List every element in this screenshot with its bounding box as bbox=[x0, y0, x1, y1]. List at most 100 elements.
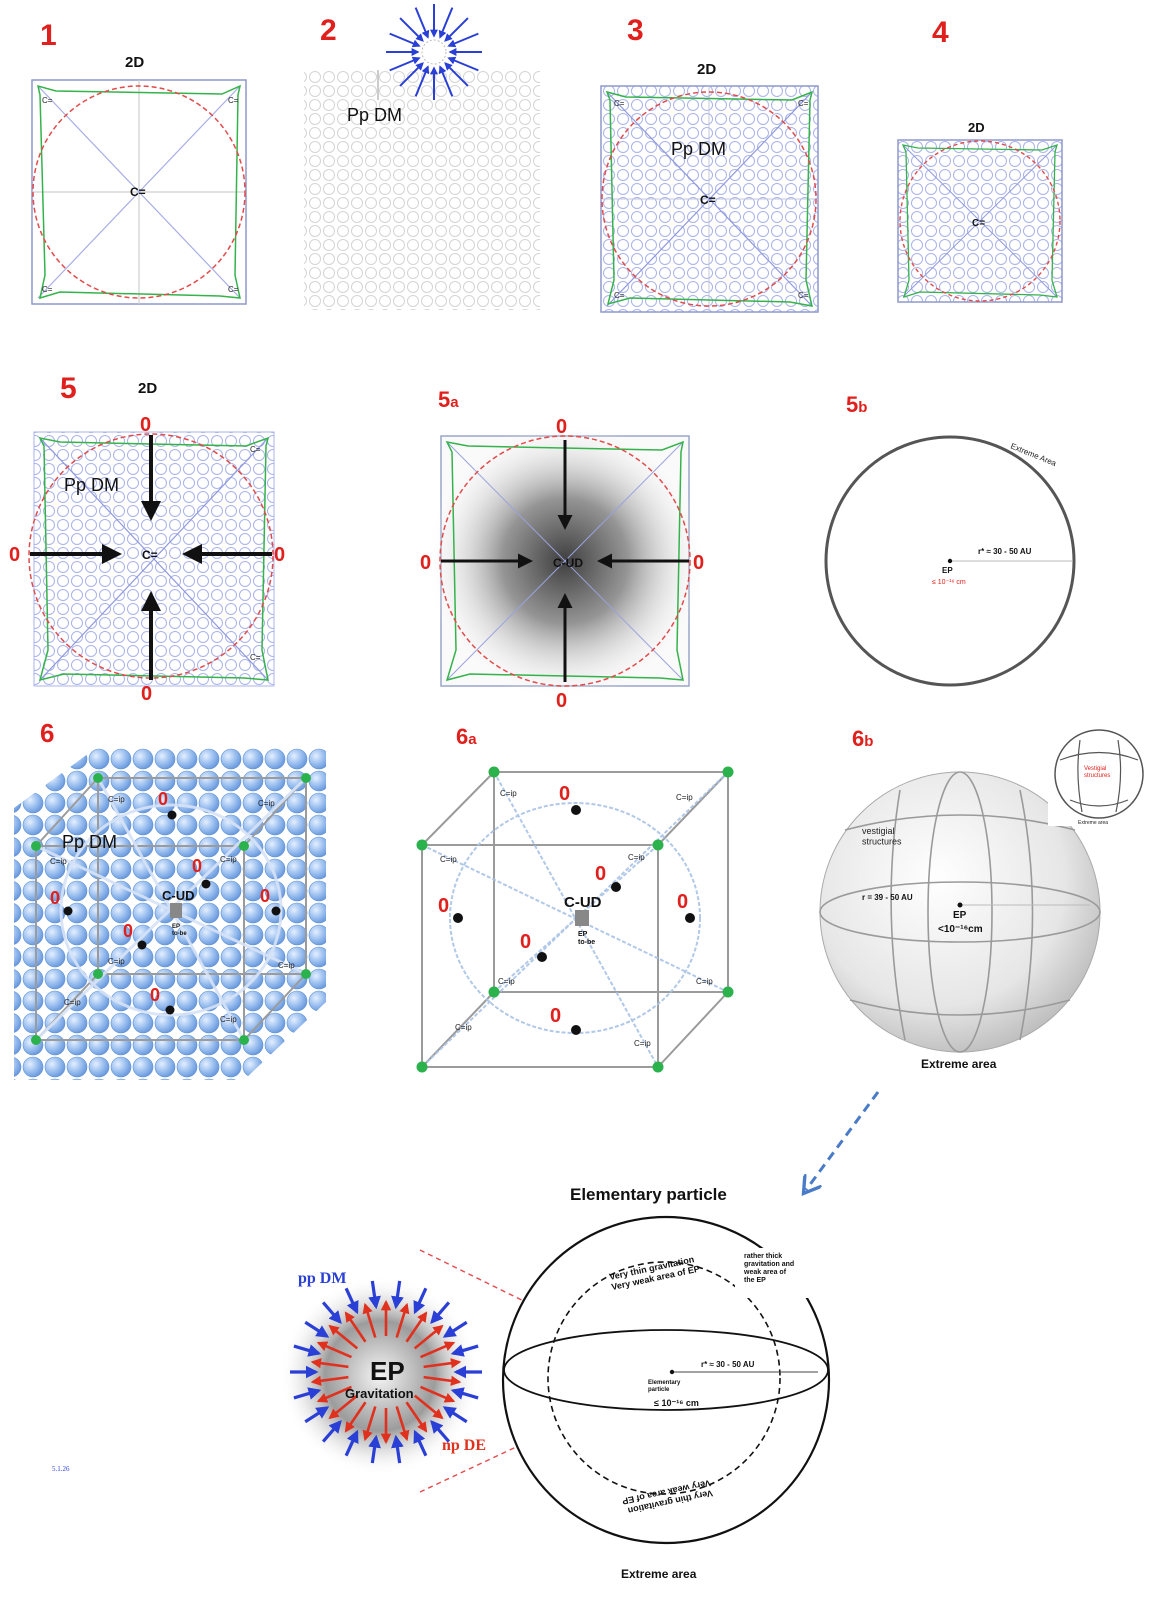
radius-label: r* ≈ 30 - 50 AU bbox=[701, 1360, 755, 1369]
starburst-arrow bbox=[447, 56, 479, 72]
panel-5: 5 2D 0 0 0 0 Pp DM C= C= C= bbox=[9, 372, 285, 705]
radius-label: r* ≈ 30 - 50 AU bbox=[978, 547, 1032, 556]
dm-inward-arrow bbox=[321, 1301, 342, 1325]
panel-title: 2D bbox=[125, 54, 144, 71]
starburst-core bbox=[421, 39, 447, 65]
panel-3: 3 2D Pp DM C= C= C= C= C= bbox=[600, 14, 819, 313]
panel-4: 4 2D C= bbox=[897, 16, 1063, 303]
corner-label: C=ip bbox=[108, 957, 125, 966]
panel-number: 5 bbox=[60, 372, 77, 405]
zero-label: 0 bbox=[150, 985, 160, 1005]
corner-label: C= bbox=[614, 99, 625, 108]
center-label: C-UD bbox=[162, 888, 195, 903]
corner-label: C=ip bbox=[628, 853, 645, 862]
center-label: C= bbox=[130, 185, 146, 199]
dm-inward-arrow bbox=[293, 1387, 322, 1400]
zero-label: 0 bbox=[595, 863, 606, 885]
corner-label: C= bbox=[228, 285, 239, 294]
panel-number: 2 bbox=[320, 14, 337, 47]
center-label: C-UD bbox=[553, 556, 583, 570]
center-label: C-UD bbox=[564, 894, 602, 911]
size-label: ≤ 10⁻¹⁶ cm bbox=[654, 1398, 699, 1408]
panel-6a: 6a 0 0 0 0 bbox=[416, 724, 734, 1073]
de-outward-arrow bbox=[310, 1358, 349, 1369]
corner-label: C=ip bbox=[634, 1039, 651, 1048]
panel-number-sub: b bbox=[858, 399, 867, 416]
de-outward-arrow bbox=[328, 1394, 359, 1420]
dm-inward-arrow bbox=[450, 1387, 479, 1400]
dm-inward-arrow bbox=[430, 1419, 451, 1443]
zero-label: 0 bbox=[9, 544, 20, 566]
zero-label: 0 bbox=[677, 891, 688, 913]
panel-number-main: 6 bbox=[456, 724, 468, 749]
de-outward-arrow bbox=[423, 1375, 462, 1386]
zero-label: 0 bbox=[556, 690, 567, 712]
corner-label: C= bbox=[250, 653, 261, 662]
corner-label: C=ip bbox=[50, 857, 67, 866]
corner-label: C= bbox=[798, 291, 809, 300]
dm-inward-arrow bbox=[293, 1344, 322, 1357]
ep-label: EP bbox=[370, 1356, 405, 1386]
center-label: C= bbox=[972, 218, 985, 229]
dm-inward-arrow bbox=[442, 1406, 468, 1424]
figure-title: Elementary particle bbox=[570, 1185, 727, 1204]
inset-extreme-caption: Extreme area bbox=[1078, 820, 1108, 826]
dashed-link-arrow bbox=[806, 1091, 880, 1190]
de-outward-arrow bbox=[316, 1341, 352, 1359]
corner-label: C= bbox=[614, 291, 625, 300]
dm-inward-arrow bbox=[344, 1287, 359, 1315]
de-outward-arrow bbox=[405, 1311, 428, 1343]
panel-number-main: 5 bbox=[846, 392, 858, 417]
corner-label: C= bbox=[228, 96, 239, 105]
de-outward-arrow bbox=[310, 1375, 349, 1386]
panel-number: 3 bbox=[627, 14, 644, 47]
zero-label: 0 bbox=[141, 683, 152, 705]
extreme-area-label: Extreme area bbox=[921, 1057, 997, 1071]
panel-number: 6b bbox=[852, 726, 873, 751]
pp-dm-label: Pp DM bbox=[64, 475, 119, 495]
gravitation-label: Gravitation bbox=[345, 1386, 414, 1401]
dm-inward-arrow bbox=[430, 1301, 451, 1325]
dm-inward-arrow bbox=[413, 1287, 428, 1315]
corner-label: C= bbox=[250, 445, 261, 454]
corner-label: C= bbox=[42, 96, 53, 105]
corner-label: C=ip bbox=[500, 789, 517, 798]
pp-dm-label: Pp DM bbox=[671, 139, 726, 159]
cube-frame bbox=[421, 771, 729, 1068]
starburst-arrow bbox=[414, 65, 430, 97]
date-label: 5.1.26 bbox=[52, 1465, 70, 1473]
panel-number-sub: a bbox=[450, 394, 459, 411]
corner-label: C=ip bbox=[220, 1015, 237, 1024]
zero-label: 0 bbox=[50, 888, 60, 908]
panel-number-sub: b bbox=[864, 733, 873, 750]
panel-5b: 5b Extreme Area r* ≈ 30 - 50 AU EP ≤ 10⁻… bbox=[824, 392, 1076, 687]
zero-points bbox=[453, 805, 695, 1035]
de-outward-arrow bbox=[344, 1401, 367, 1433]
dm-inward-arrow bbox=[304, 1406, 330, 1424]
cube-corner-dots bbox=[31, 773, 311, 1045]
zero-label: 0 bbox=[550, 1005, 561, 1027]
starburst-arrow bbox=[438, 65, 454, 97]
starburst-arrow bbox=[438, 7, 454, 39]
elementary-particle-figure: Elementary particle r* ≈ 30 - 50 AU Elem… bbox=[52, 1185, 831, 1581]
starburst-arrow bbox=[444, 17, 469, 42]
zero-label: 0 bbox=[556, 416, 567, 438]
starburst-arrow bbox=[414, 7, 430, 39]
de-outward-arrow bbox=[362, 1302, 377, 1338]
center-label: C= bbox=[142, 548, 158, 562]
zero-label: 0 bbox=[420, 552, 431, 574]
corner-label: C=ip bbox=[258, 799, 275, 808]
corner-label: C= bbox=[798, 99, 809, 108]
ep-label: EP bbox=[953, 910, 967, 921]
dm-inward-arrow bbox=[368, 1280, 381, 1310]
dm-inward-arrow bbox=[413, 1429, 428, 1457]
de-outward-arrow bbox=[420, 1341, 456, 1359]
